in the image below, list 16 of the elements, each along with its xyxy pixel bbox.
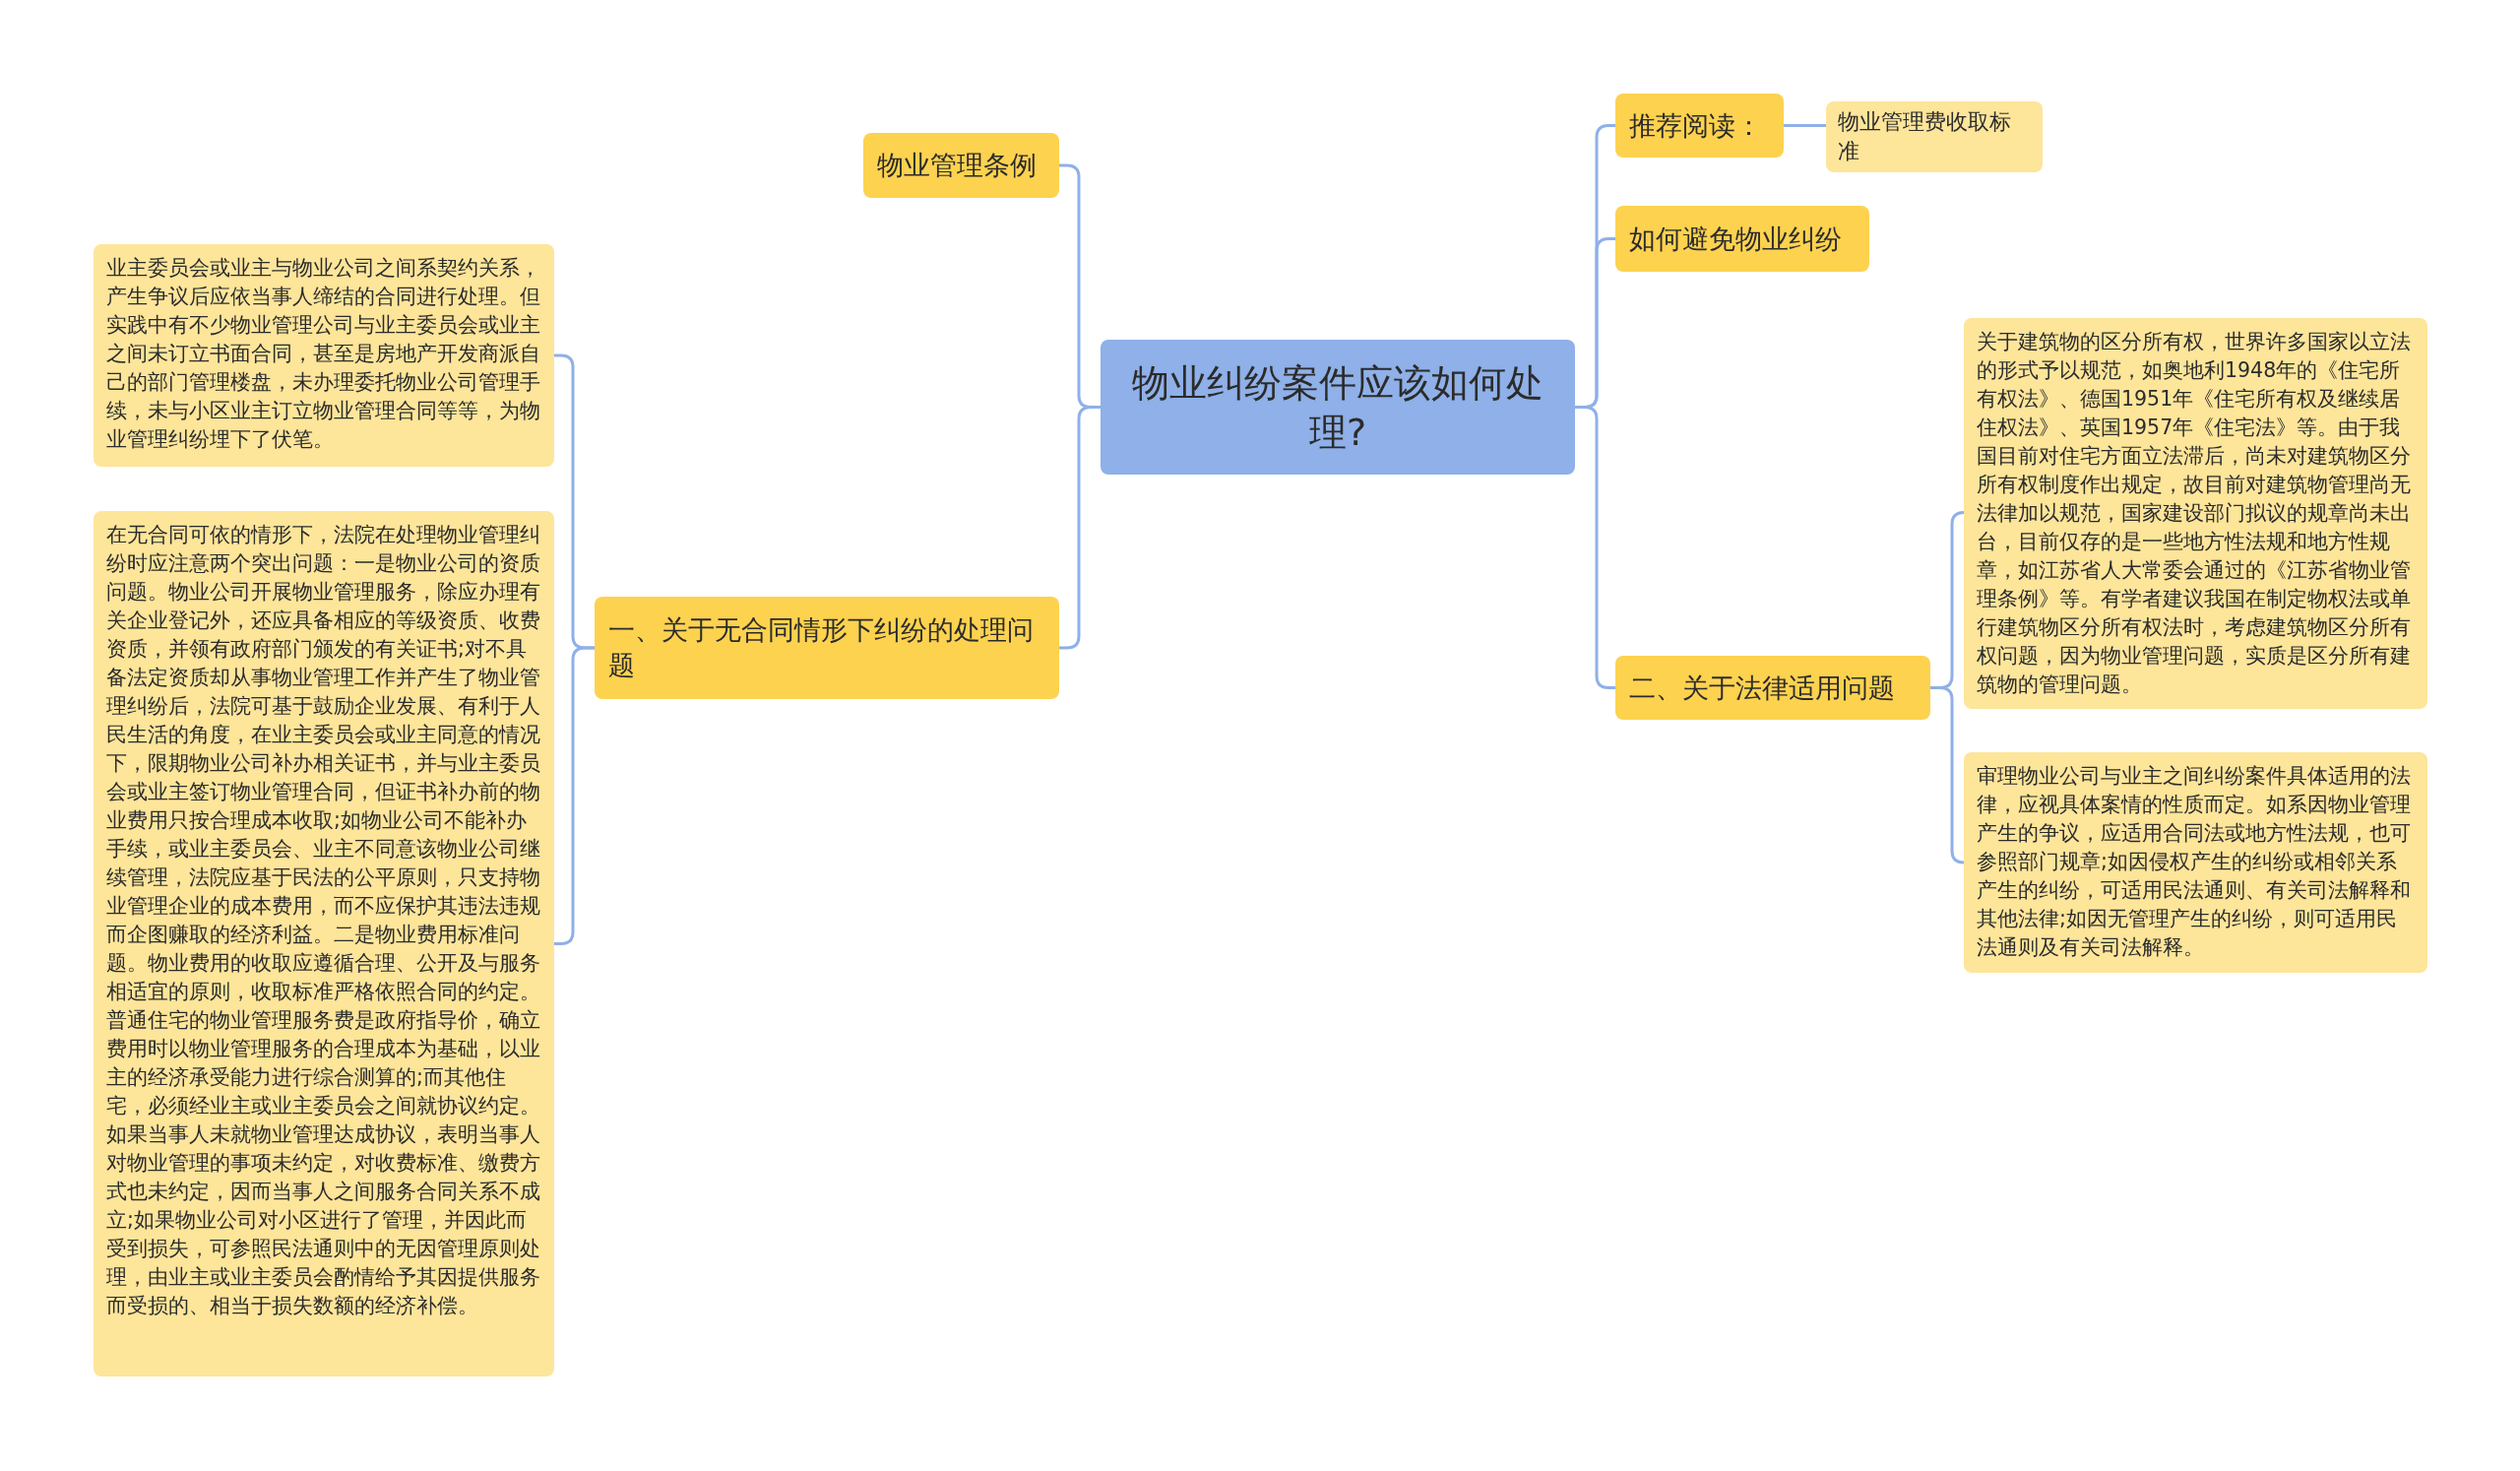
connector-line bbox=[1059, 406, 1101, 650]
connector-line bbox=[1575, 406, 1615, 689]
topic-box: 如何避免物业纠纷 bbox=[1615, 206, 1869, 272]
topic-box: 二、关于法律适用问题 bbox=[1615, 656, 1930, 720]
topic-box: 物业管理条例 bbox=[863, 133, 1059, 198]
note-box: 业主委员会或业主与物业公司之间系契约关系，产生争议后应依当事人缔结的合同进行处理。但实践中有不少物业管理公司与业主委员会或业主之间未订立书面合同，甚至是房地产开发商派自己的部门管理楼盘，未办理委托物业公司管理手续，未与小区业主订立物业管理合同等等，为物业管理纠纷埋下了伏笔。 bbox=[94, 244, 554, 467]
note-box: 审理物业公司与业主之间纠纷案件具体适用的法律，应视具体案情的性质而定。如系因物业管理产生的争议，应适用合同法或地方性法规，也可参照部门规章;如因侵权产生的纠纷或相邻关系产生的纠纷，可适用民法通则、有关司法解释和其他法律;如因无管理产生的纠纷，则可适用民法通则及有关司法解释。 bbox=[1964, 752, 2427, 973]
connector-line bbox=[1930, 686, 1966, 864]
note-box: 关于建筑物的区分所有权，世界许多国家以立法的形式予以规范，如奥地利1948年的《住宅所有权法》、德国1951年《住宅所有权及继续居住权法》、英国1957年《住宅法》等。由于我国目前对住宅方面立法滞后，尚未对建筑物区分所有权制度作出规定，故目前对建筑物管理尚无法律加以规范，国家建设部门拟议的规章尚未出台，目前仅存的是一些地方性法规和地方性规章，如江苏省人大常委会通过的《江苏省物业管理条例》等。有学者建议我国在制定物权法或单行建筑物区分所有权法时，考虑建筑物区分所有权问题，因为物业管理问题，实质是区分所有建筑物的管理问题。 bbox=[1964, 318, 2427, 709]
connector-line bbox=[554, 646, 595, 945]
connector-line bbox=[1784, 124, 1826, 127]
subtopic-box: 物业管理费收取标准 bbox=[1826, 101, 2043, 172]
topic-box: 推荐阅读： bbox=[1615, 94, 1784, 158]
note-box: 在无合同可依的情形下，法院在处理物业管理纠纷时应注意两个突出问题：一是物业公司的资质问题。物业公司开展物业管理服务，除应办理有关企业登记外，还应具备相应的等级资质、收费资质，并领有政府部门颁发的有关证书;对不具备法定资质却从事物业管理工作并产生了物业管理纠纷后，法院可基于鼓励企业发展、有利于人民生活的角度，在业主委员会或业主同意的情况下，限期物业公司补办相关证书，并与业主委员会或业主签订物业管理合同，但证书补办前的物业费用只按合理成本收取;如物业公司不能补办手续，或业主委员会、业主不同意该物业公司继续管理，法院应基于民法的公平原则，只支持物业管理企业的成本费用，而不应保护其违法违规而企图赚取的经济利益。二是物业费用标准问题。物业费用的收取应遵循合理、公开及与服务相适宜的原则，收取标准严格依照合同的约定。普通住宅的物业管理服务费是政府指导价，确立费用时以物业管理服务的合理成本为基础，以业主的经济承受能力进行综合测算的;而其他住宅，必须经业主或业主委员会之间就协议约定。如果当事人未就物业管理达成协议，表明当事人对物业管理的事项未约定，对收费标准、缴费方式也未约定，因而当事人之间服务合同关系不成立;如果物业公司对小区进行了管理，并因此而受到损失，可参照民法通则中的无因管理原则处理，由业主或业主委员会酌情给予其因提供服务而受损的、相当于损失数额的经济补偿。 bbox=[94, 511, 554, 1376]
topic-box: 一、关于无合同情形下纠纷的处理问题 bbox=[595, 597, 1059, 699]
central-topic-box: 物业纠纷案件应该如何处理? bbox=[1101, 340, 1575, 475]
